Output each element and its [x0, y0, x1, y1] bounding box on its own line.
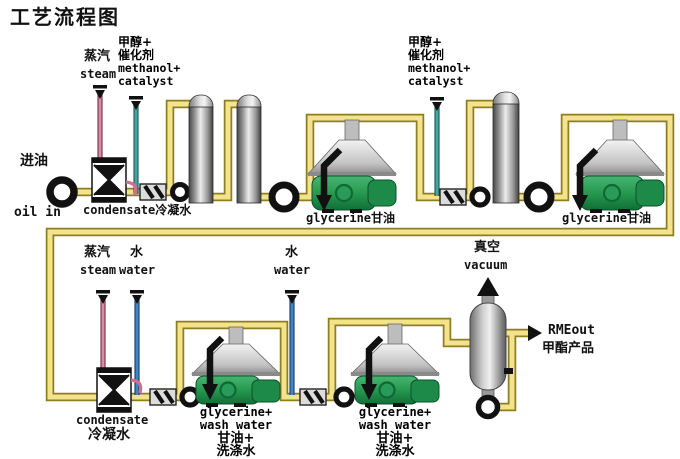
label-gw1-l4: 洗涤水 — [216, 444, 256, 459]
glycerine-arrow-2-icon — [572, 147, 599, 211]
pump-1-icon — [170, 182, 190, 202]
label-gw1-l2: wash water — [199, 418, 273, 432]
separator-1-icon — [307, 119, 397, 213]
reactor-column-2-icon — [236, 94, 262, 204]
label-gw2-l1: glycerine+ — [358, 405, 432, 419]
label-methanol-top-zh2: 催化剂 — [118, 48, 155, 62]
label-gw2-l2: wash water — [358, 418, 432, 432]
water-line-2 — [285, 290, 299, 395]
label-methanol-top-en1: methanol+ — [118, 61, 181, 75]
separator-3-icon — [191, 326, 281, 407]
label-oil-in-zh: 进油 — [20, 153, 48, 169]
heat-exchanger-2-icon — [96, 367, 143, 413]
label-glycerine-2: glycerine甘油 — [562, 211, 652, 225]
methanol-line-2 — [430, 97, 444, 196]
label-water-1-en: water — [119, 263, 156, 277]
oil-inlet-pump-icon — [46, 176, 78, 208]
label-glycerine-wash-2: glycerine+ wash water 甘油+ 洗涤水 — [345, 405, 445, 459]
label-methanol-top-zh1: 甲醇+ — [118, 35, 153, 49]
label-steam-top-zh: 蒸汽 — [84, 49, 111, 64]
pump-3-icon — [469, 186, 491, 208]
label-rme-out-en: RMEout — [548, 323, 595, 338]
label-glycerine-1: glycerine甘油 — [306, 211, 396, 225]
label-vacuum-en: vacuum — [464, 258, 508, 272]
label-steam-top-en: steam — [80, 67, 117, 81]
water-line-1 — [130, 290, 144, 395]
glycerine-wash-arrow-1-icon — [202, 335, 225, 400]
label-water-2-zh: 水 — [285, 245, 299, 260]
static-mixer-1-icon — [139, 183, 167, 201]
static-mixer-2-icon — [439, 188, 467, 206]
label-methanol-mid: 甲醇+ 催化剂 methanol+ catalyst — [408, 36, 488, 88]
separator-4-icon — [350, 323, 440, 407]
label-methanol-mid-en1: methanol+ — [408, 61, 471, 75]
page-title: 工艺流程图 — [10, 5, 120, 29]
label-gw2-l3: 甘油+ — [376, 431, 414, 446]
glycerine-arrow-1-icon — [316, 147, 343, 211]
label-gw2-l4: 洗涤水 — [375, 444, 415, 459]
label-condensate-top: condensate冷凝水 — [83, 203, 192, 217]
separator-2-icon — [575, 119, 665, 213]
pump-2-icon — [268, 181, 300, 213]
vacuum-arrow-icon — [477, 277, 499, 296]
label-vacuum-zh: 真空 — [474, 240, 501, 255]
pump-6-icon — [333, 386, 355, 408]
label-methanol-mid-zh1: 甲醇+ — [408, 35, 443, 49]
methanol-line-1 — [129, 96, 143, 194]
reactor-column-3-icon — [492, 91, 520, 204]
heat-exchanger-1-icon — [91, 157, 138, 203]
label-rme-out-zh: 甲酯产品 — [542, 341, 595, 356]
label-methanol-top: 甲醇+ 催化剂 methanol+ catalyst — [118, 36, 198, 88]
label-water-1-zh: 水 — [130, 245, 144, 260]
label-gw1-l3: 甘油+ — [217, 431, 255, 446]
label-condensate-bottom-zh: 冷凝水 — [88, 427, 130, 443]
label-methanol-mid-en2: catalyst — [408, 74, 464, 88]
static-mixer-3-icon — [149, 388, 177, 406]
rme-out-arrow-icon — [528, 325, 542, 341]
steam-line-1 — [93, 85, 107, 162]
glycerine-wash-arrow-2-icon — [361, 335, 384, 400]
label-oil-in-en: oil in — [14, 205, 61, 220]
reactor-column-1-icon — [188, 94, 214, 204]
steam-line-2 — [96, 290, 110, 374]
label-steam-bottom-zh: 蒸汽 — [84, 245, 111, 260]
process-pipes — [45, 99, 675, 412]
label-water-2-en: water — [274, 263, 311, 277]
label-glycerine-wash-1: glycerine+ wash water 甘油+ 洗涤水 — [186, 405, 286, 459]
label-methanol-top-en2: catalyst — [118, 74, 174, 88]
flash-vessel-icon — [469, 291, 513, 400]
label-methanol-mid-zh2: 催化剂 — [408, 48, 445, 62]
label-steam-bottom-en: steam — [80, 263, 117, 277]
label-condensate-bottom-en: condensate — [76, 413, 149, 427]
pump-4-icon — [523, 181, 555, 213]
pump-7-icon — [475, 394, 501, 420]
static-mixer-4-icon — [299, 388, 327, 406]
label-gw1-l1: glycerine+ — [199, 405, 273, 419]
